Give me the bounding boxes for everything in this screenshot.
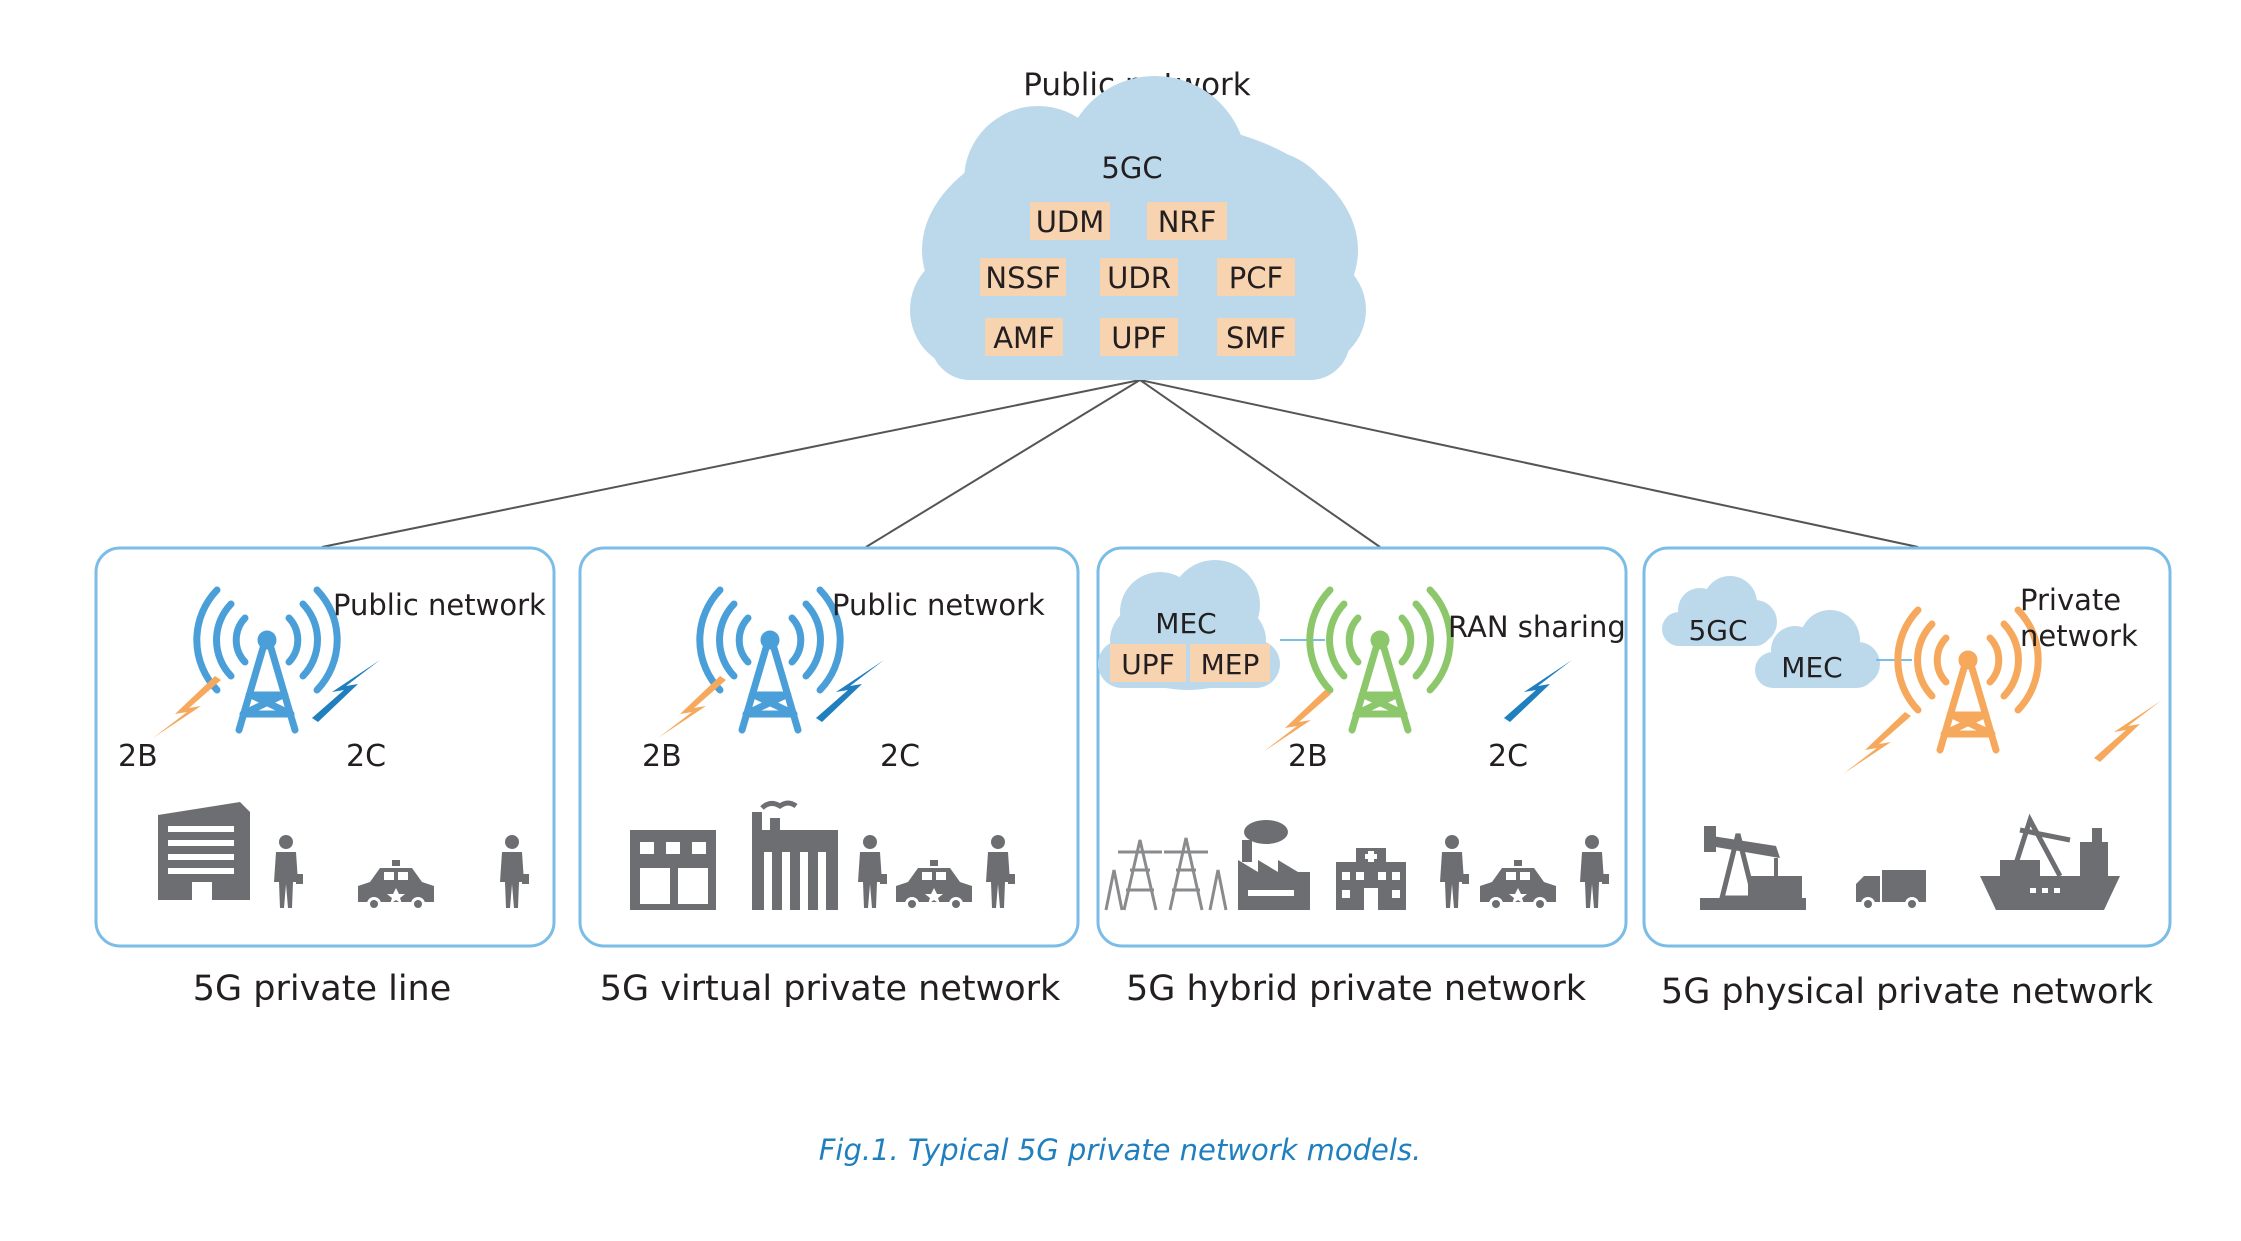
cloud-5gc-icon [1662, 576, 1777, 646]
core-5gc-label: 5GC [1101, 151, 1162, 185]
cloud-mec-icon [1755, 610, 1880, 688]
svg-text:UPF: UPF [1121, 648, 1174, 681]
person-icon [1580, 835, 1609, 908]
bolt-right-icon [2094, 700, 2162, 762]
line-to-physical-private [1139, 379, 1919, 548]
line-to-hybrid-private [1139, 379, 1381, 548]
shop-icon [630, 830, 716, 910]
factory-icon [752, 800, 838, 910]
nf-udr: UDR [1100, 258, 1178, 296]
factory-icon [1238, 820, 1310, 910]
label-2b: 2B [642, 739, 682, 774]
panel-frame [578, 546, 1080, 948]
panel-private-line: Public network 2B 2C 5G private line [94, 546, 556, 1009]
panel-title: 5G private line [193, 969, 452, 1009]
nf-upf: UPF [1100, 318, 1178, 356]
panel-hybrid-private-network: MEC UPF MEP RAN sharing 2B 2C [1096, 546, 1628, 1009]
svg-text:UDM: UDM [1036, 205, 1105, 239]
antenna-tower-icon [197, 590, 337, 730]
panel-title: 5G hybrid private network [1126, 969, 1587, 1009]
svg-text:UDR: UDR [1107, 261, 1171, 295]
panel-title: 5G physical private network [1661, 972, 2154, 1012]
antenna-tower-icon [1310, 590, 1450, 730]
tower-label-line2: network [2020, 619, 2138, 653]
svg-text:SMF: SMF [1226, 321, 1286, 355]
panel-frame [1096, 546, 1628, 948]
panel-virtual-private-network: Public network 2B 2C 5G virtual private … [578, 546, 1080, 1009]
mec-label: MEC [1155, 607, 1216, 640]
tower-label: RAN sharing [1448, 610, 1626, 644]
antenna-tower-icon [700, 590, 840, 730]
panel-physical-private-network: 5GC MEC Private network [1642, 546, 2172, 1012]
nf-smf: SMF [1217, 318, 1295, 356]
nf-udm: UDM [1030, 202, 1110, 240]
panel-frame [94, 546, 556, 948]
label-2b: 2B [118, 739, 158, 774]
label-2c: 2C [880, 739, 920, 774]
oil-pump-icon [1700, 826, 1806, 910]
person-icon [274, 835, 303, 908]
office-building-icon [158, 802, 250, 900]
svg-text:AMF: AMF [993, 321, 1055, 355]
connection-lines [321, 379, 1919, 548]
tower-label: Public network [832, 588, 1045, 622]
person-icon [1440, 835, 1469, 908]
car-icon [358, 860, 434, 911]
svg-text:NSSF: NSSF [985, 261, 1060, 295]
person-icon [500, 835, 529, 908]
line-to-virtual-private [865, 379, 1141, 548]
cloud-5gc-label: 5GC [1688, 614, 1747, 647]
ship-icon [1980, 813, 2120, 910]
core-cloud-group: Public network 5GC UDM NRF NSSF UDR [910, 67, 1366, 380]
panel-title: 5G virtual private network [600, 969, 1061, 1009]
power-pylon-icon [1104, 837, 1228, 911]
mec-upf-box: UPF [1110, 644, 1186, 682]
bolt-2c-icon [312, 660, 380, 722]
svg-text:MEP: MEP [1201, 648, 1260, 681]
bolt-2c-icon [816, 660, 884, 722]
bolt-2b-icon [658, 676, 726, 738]
line-to-private-line [321, 379, 1141, 548]
svg-text:PCF: PCF [1229, 261, 1283, 295]
panel-frame [1642, 546, 2172, 948]
cloud-mec-label: MEC [1781, 651, 1842, 684]
svg-text:NRF: NRF [1158, 205, 1217, 239]
truck-icon [1856, 870, 1926, 911]
figure-caption: Fig.1. Typical 5G private network models… [819, 1133, 1422, 1167]
tower-label-line1: Private [2020, 583, 2121, 617]
person-icon [986, 835, 1015, 908]
nf-amf: AMF [985, 318, 1063, 356]
antenna-tower-icon [1898, 610, 2038, 750]
bolt-left-icon [1843, 712, 1911, 774]
mec-mep-box: MEP [1190, 644, 1270, 682]
label-2c: 2C [1488, 739, 1528, 774]
bolt-2b-icon [153, 676, 221, 738]
bolt-2c-icon [1504, 660, 1572, 722]
nf-nrf: NRF [1147, 202, 1227, 240]
label-2c: 2C [346, 739, 386, 774]
nf-nssf: NSSF [980, 258, 1066, 296]
car-icon [896, 860, 972, 911]
hospital-icon [1336, 848, 1406, 910]
person-icon [858, 835, 887, 908]
nf-pcf: PCF [1217, 258, 1295, 296]
car-icon [1480, 860, 1556, 911]
svg-text:UPF: UPF [1111, 321, 1166, 355]
label-2b: 2B [1288, 739, 1328, 774]
tower-label: Public network [333, 588, 546, 622]
